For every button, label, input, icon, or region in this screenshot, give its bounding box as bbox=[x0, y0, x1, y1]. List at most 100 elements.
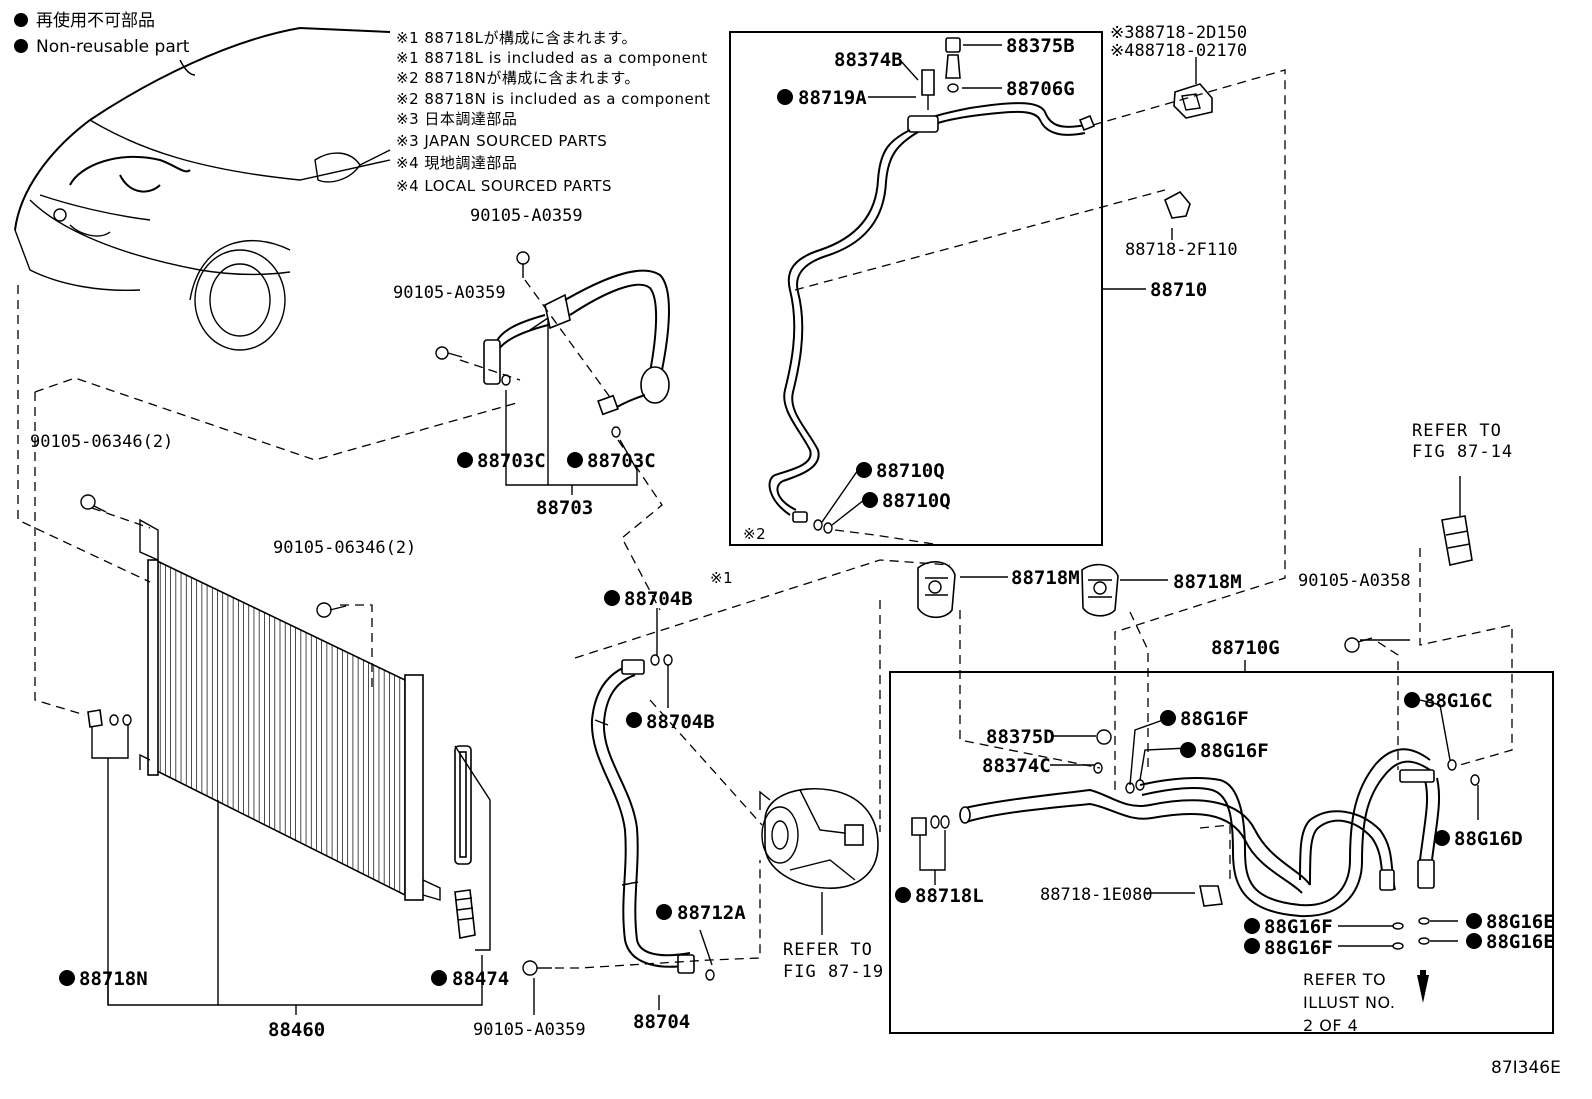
label-88710q-a: 88710Q bbox=[876, 460, 945, 482]
label-90105-a0359-bottom: 90105-A0359 bbox=[473, 1020, 586, 1040]
note-2-en: ※2 88718N is included as a component bbox=[396, 90, 711, 108]
note-1-en: ※1 88718L is included as a component bbox=[396, 49, 708, 67]
label-88g16c: 88G16C bbox=[1424, 690, 1493, 712]
note-3-en: ※3 JAPAN SOURCED PARTS bbox=[396, 132, 607, 150]
leader-lines bbox=[91, 44, 1479, 1015]
suction-hose bbox=[590, 654, 715, 981]
note-4-jp: ※4 現地調達部品 bbox=[396, 154, 517, 172]
label-88703c-a: 88703C bbox=[477, 450, 546, 472]
notes: ※1 88718Lが構成に含まれます。 ※1 88718L is include… bbox=[396, 29, 711, 195]
label-90105-a0359-top: 90105-A0359 bbox=[470, 206, 583, 226]
ref-illust-line2: ILLUST NO. bbox=[1303, 993, 1395, 1012]
legend-jp: 再使用不可部品 bbox=[36, 10, 155, 31]
discharge-hose bbox=[435, 251, 670, 438]
dot-icon bbox=[431, 970, 447, 986]
dot-icon bbox=[895, 887, 911, 903]
label-88374c: 88374C bbox=[982, 755, 1051, 777]
dot-icon bbox=[1404, 692, 1420, 708]
label-88460: 88460 bbox=[268, 1019, 325, 1041]
clamp-88718-2d150 bbox=[1173, 83, 1213, 119]
label-88718-1e080: 88718-1E080 bbox=[1040, 885, 1153, 905]
diagram-code: 87I346E bbox=[1491, 1058, 1561, 1078]
label-88718m-a: 88718M bbox=[1011, 567, 1080, 589]
expansion-valve-part bbox=[1441, 476, 1473, 566]
arrow-down-icon bbox=[1417, 975, 1429, 1003]
dot-icon bbox=[856, 462, 872, 478]
label-88704b-a: 88704B bbox=[624, 588, 693, 610]
note-2-jp: ※2 88718Nが構成に含まれます。 bbox=[396, 69, 640, 87]
dot-icon bbox=[1244, 918, 1260, 934]
label-88710g: 88710G bbox=[1211, 637, 1280, 659]
label-88474: 88474 bbox=[452, 968, 509, 990]
dot-icon bbox=[567, 452, 583, 468]
box-88710-note: ※2 bbox=[743, 525, 766, 543]
label-90105-06346-a: 90105-06346(2) bbox=[30, 432, 173, 452]
label-88703c-b: 88703C bbox=[587, 450, 656, 472]
arrow-stem bbox=[1420, 970, 1426, 978]
note-1-jp: ※1 88718Lが構成に含まれます。 bbox=[396, 29, 637, 47]
label-90105-a0359-left: 90105-A0359 bbox=[393, 283, 506, 303]
label-90105-06346-b: 90105-06346(2) bbox=[273, 538, 416, 558]
dashed-leaders bbox=[17, 69, 1513, 969]
dot-icon bbox=[1244, 938, 1260, 954]
bolt-icon bbox=[80, 494, 96, 510]
dot-icon bbox=[862, 492, 878, 508]
dot-icon bbox=[1466, 933, 1482, 949]
clamp-88718-2f110 bbox=[1163, 190, 1191, 219]
bolt-icon bbox=[1344, 637, 1360, 653]
label-88710q-b: 88710Q bbox=[882, 490, 951, 512]
bolt-icon bbox=[522, 960, 538, 976]
label-88g16f-d: 88G16F bbox=[1264, 937, 1333, 959]
label-88710: 88710 bbox=[1150, 279, 1207, 301]
dot-icon bbox=[1434, 830, 1450, 846]
dot-icon bbox=[1160, 710, 1176, 726]
dot-icon bbox=[604, 590, 620, 606]
note-4-en: ※4 LOCAL SOURCED PARTS bbox=[396, 177, 612, 195]
legend: 再使用不可部品 Non-reusable part bbox=[14, 10, 190, 57]
dot-icon bbox=[457, 452, 473, 468]
ref-fig-87-19-line1: REFER TO bbox=[783, 940, 873, 960]
label-88718m-b: 88718M bbox=[1173, 571, 1242, 593]
dot-icon bbox=[626, 712, 642, 728]
vehicle-front-illustration bbox=[14, 26, 391, 351]
label-90105-a0358: 90105-A0358 bbox=[1298, 571, 1411, 591]
non-reusable-markers bbox=[59, 89, 1482, 986]
label-88704b-b: 88704B bbox=[646, 711, 715, 733]
label-88706g: 88706G bbox=[1006, 78, 1075, 100]
dot-icon bbox=[656, 904, 672, 920]
suction-tube-assy bbox=[889, 671, 1554, 1034]
label-88374b: 88374B bbox=[834, 49, 903, 71]
label-88g16e-a: 88G16E bbox=[1486, 911, 1555, 933]
label-88g16d: 88G16D bbox=[1454, 828, 1523, 850]
label-88718-2f110: 88718-2F110 bbox=[1125, 240, 1238, 260]
ref-illust-line1: REFER TO bbox=[1303, 970, 1386, 989]
ref-fig-87-14-line2: FIG 87-14 bbox=[1412, 442, 1513, 462]
clamp-88718m-right bbox=[1081, 563, 1119, 617]
label-88704: 88704 bbox=[633, 1011, 690, 1033]
bolts bbox=[80, 494, 1373, 976]
bolt-icon bbox=[316, 602, 332, 618]
condenser-fins bbox=[159, 562, 401, 893]
receiver-filter bbox=[454, 745, 491, 951]
note-3-jp: ※3 日本調達部品 bbox=[396, 110, 517, 128]
ref-fig-87-19-line2: FIG 87-19 bbox=[783, 962, 884, 982]
liquid-tube-assy bbox=[729, 31, 1103, 546]
ref-illust-line3: 2 OF 4 bbox=[1303, 1016, 1358, 1035]
label-88375d: 88375D bbox=[986, 726, 1055, 748]
dot-icon bbox=[1466, 913, 1482, 929]
label-88719a: 88719A bbox=[798, 87, 867, 109]
label-88375b: 88375B bbox=[1006, 35, 1075, 57]
label-88718n: 88718N bbox=[79, 968, 148, 990]
label-88g16e-b: 88G16E bbox=[1486, 931, 1555, 953]
dot-icon bbox=[59, 970, 75, 986]
compressor bbox=[759, 788, 879, 889]
box-88710 bbox=[729, 31, 1103, 546]
legend-en: Non-reusable part bbox=[36, 37, 190, 57]
label-88718-2d150: ※388718-2D150 bbox=[1110, 23, 1247, 43]
clamp-88718m-left bbox=[917, 561, 956, 619]
part-labels: 90105-A0359 90105-A0359 90105-06346(2) 9… bbox=[30, 23, 1555, 1041]
label-88g16f-b: 88G16F bbox=[1200, 740, 1269, 762]
non-reusable-dot-icon bbox=[14, 13, 28, 27]
box-88704-note: ※1 bbox=[710, 569, 733, 587]
